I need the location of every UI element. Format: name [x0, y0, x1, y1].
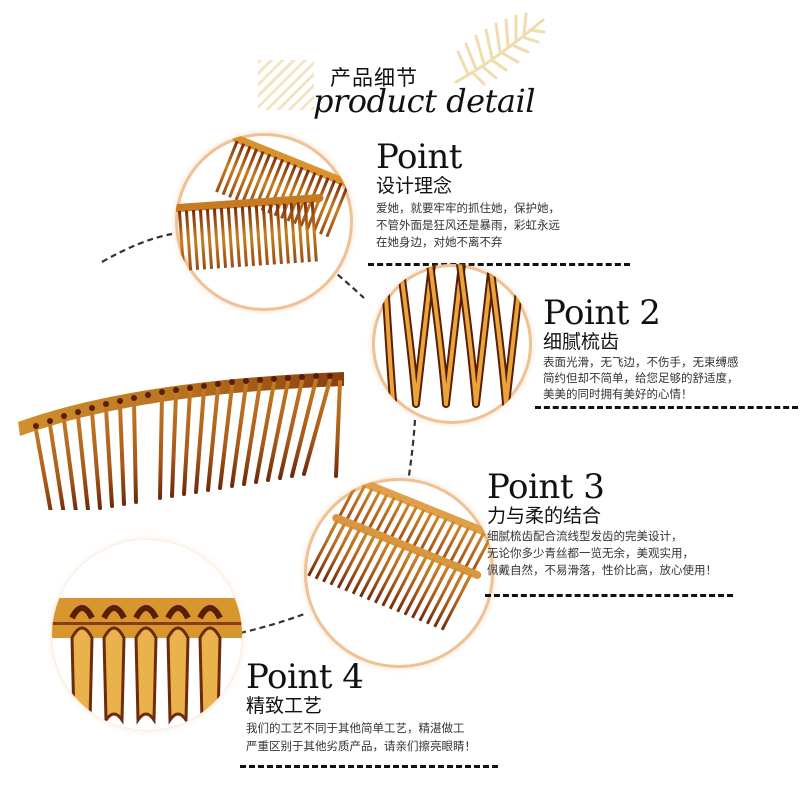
point-2-line-1: 表面光滑，无飞边，不伤手，无束缚感 [543, 354, 739, 369]
point-4-block: Point 4 精致工艺 我们的工艺不同于其他简单工艺，精湛做工 严重区别于其他… [246, 660, 476, 755]
stripe-decoration [258, 60, 314, 110]
point-1-divider [368, 263, 630, 266]
connector-circle2-circle3 [406, 419, 417, 483]
point-1-line-2: 不管外面是狂风还是暴雨，彩虹永远 [376, 217, 560, 232]
point-3-divider [485, 594, 733, 597]
connector-left-top [101, 232, 173, 263]
point-4-divider [240, 765, 498, 768]
point-1-heading: Point [376, 137, 462, 177]
point-3-line-1: 细腻梳齿配合流线型发齿的完美设计， [487, 528, 683, 543]
point-4-line-2: 严重区别于其他劣质产品，请亲们擦亮眼睛！ [246, 738, 476, 753]
point-2-heading: Point 2 [543, 293, 661, 333]
point-3-line-3: 佩戴自然，不易滑落，性价比高，放心使用！ [487, 562, 717, 577]
section-title-en: product detail [313, 82, 535, 120]
leaf-decoration-icon [454, 12, 546, 86]
point-2-subtitle: 细腻梳齿 [543, 331, 620, 353]
point-2-block: Point 2 细腻梳齿 表面光滑，无飞边，不伤手，无束缚感 简约但却不简单，给… [543, 296, 739, 402]
point-4-line-1: 我们的工艺不同于其他简单工艺，精湛做工 [246, 720, 465, 735]
section-title-cn: 产品细节 [330, 66, 418, 90]
two-combs-overlapping-image [175, 133, 353, 311]
point-3-line-2: 无论你多少青丝都一览无余，美观实用， [487, 545, 694, 560]
comb-teeth-closeup-image [372, 264, 532, 424]
point-4-description: 我们的工艺不同于其他简单工艺，精湛做工 严重区别于其他劣质产品，请亲们擦亮眼睛！ [246, 719, 476, 755]
point-2-line-2: 简约但却不简单，给您足够的舒适度， [543, 370, 739, 385]
comb-spine-closeup-image [52, 540, 242, 730]
point-1-description: 爱她，就要牢牢的抓住她，保护她， 不管外面是狂风还是暴雨，彩虹永远 在她身边，对… [376, 200, 560, 251]
connector-circle5-circle3 [239, 611, 308, 635]
point-3-description: 细腻梳齿配合流线型发齿的完美设计， 无论你多少青丝都一览无余，美观实用， 佩戴自… [487, 528, 717, 579]
point-1-line-1: 爱她，就要牢牢的抓住她，保护她， [376, 200, 560, 215]
point-3-subtitle: 力与柔的结合 [487, 505, 602, 527]
point-1-subtitle: 设计理念 [376, 175, 453, 197]
point-4-subtitle: 精致工艺 [246, 695, 323, 717]
point-3-heading: Point 3 [487, 467, 605, 507]
two-combs-stacked-image [304, 478, 494, 668]
point-1-line-3: 在她身边，对她不离不弃 [376, 234, 503, 249]
point-4-heading: Point 4 [246, 657, 364, 697]
point-1-block: Point 设计理念 爱她，就要牢牢的抓住她，保护她， 不管外面是狂风还是暴雨，… [376, 140, 560, 251]
point-2-description: 表面光滑，无飞边，不伤手，无束缚感 简约但却不简单，给您足够的舒适度， 美美的同… [543, 354, 739, 402]
large-comb-image [18, 372, 344, 510]
point-3-block: Point 3 力与柔的结合 细腻梳齿配合流线型发齿的完美设计， 无论你多少青丝… [487, 470, 717, 579]
point-2-line-3: 美美的同时拥有美好的心情！ [543, 386, 693, 401]
point-2-divider [535, 406, 798, 409]
